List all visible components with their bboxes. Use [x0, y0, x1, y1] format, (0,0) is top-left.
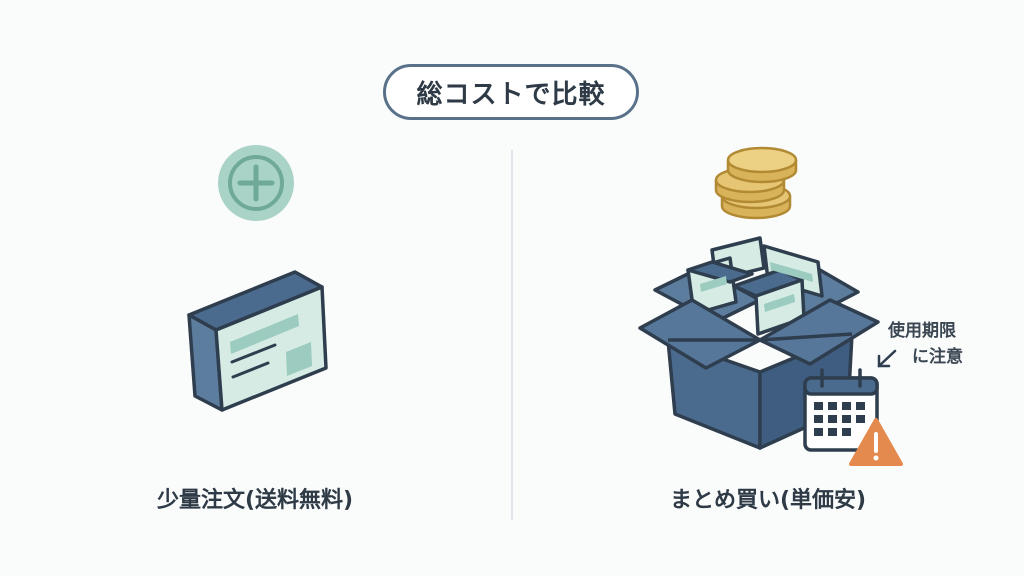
warning-icon — [849, 418, 903, 466]
plus-circle-icon — [218, 145, 294, 221]
center-divider — [511, 150, 513, 520]
left-caption: 少量注文(送料無料) — [156, 488, 354, 513]
note-line-1: 使用期限 — [888, 321, 956, 341]
right-caption: まとめ買い(単価安) — [669, 488, 867, 513]
calendar-icon — [803, 368, 879, 452]
expiry-note: 使用期限 に注意 — [888, 318, 963, 370]
pointer-arrow-icon — [877, 349, 897, 368]
note-line-2: に注意 — [912, 347, 963, 367]
product-box-icon — [187, 270, 328, 412]
open-box-icon — [638, 236, 880, 450]
page-title: 総コストで比較 — [383, 64, 639, 120]
coin-stack-icon — [714, 146, 798, 220]
